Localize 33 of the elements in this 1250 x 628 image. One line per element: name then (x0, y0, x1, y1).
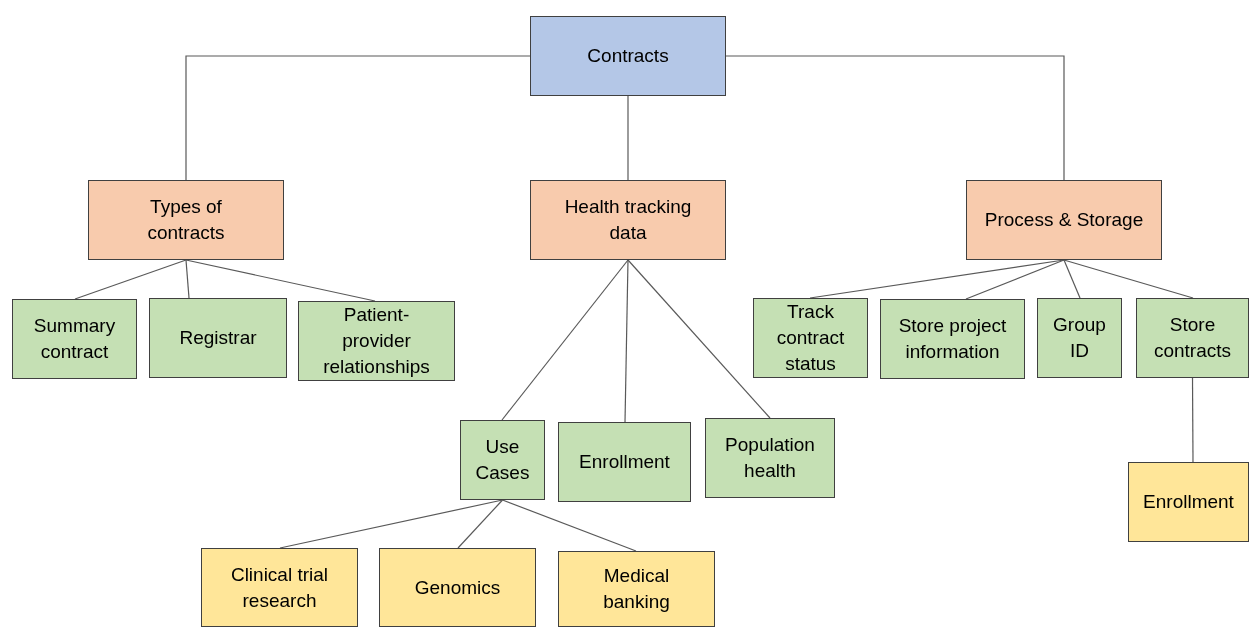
category-box: Health tracking data (530, 180, 726, 260)
connector-line (457, 499, 504, 549)
connector-line (1191, 377, 1194, 463)
connector-line (627, 95, 629, 181)
connector-line (1063, 259, 1194, 299)
connector-line (965, 259, 1065, 300)
connector-line (627, 259, 771, 419)
item-box: Patient-provider relationships (298, 301, 455, 381)
item-box: Registrar (149, 298, 287, 378)
connector-line (185, 259, 190, 299)
connector-line (624, 259, 629, 423)
sub-item-box: Clinical trial research (201, 548, 358, 627)
item-box: Population health (705, 418, 835, 498)
sub-item-box: Medical banking (558, 551, 715, 627)
sub-item-box: Genomics (379, 548, 536, 627)
connector-line (501, 259, 629, 421)
item-box: Enrollment (558, 422, 691, 502)
category-box: Types of contracts (88, 180, 284, 260)
connector-line (185, 259, 376, 302)
connector-line (1063, 259, 1081, 299)
item-box: Store contracts (1136, 298, 1249, 378)
root-box: Contracts (530, 16, 726, 96)
item-box: Summary contract (12, 299, 137, 379)
item-box: Track contract status (753, 298, 868, 378)
item-box: Store project information (880, 299, 1025, 379)
item-box: Group ID (1037, 298, 1122, 378)
category-box: Process & Storage (966, 180, 1162, 260)
item-box: Use Cases (460, 420, 545, 500)
connector-line (725, 55, 1065, 181)
connector-line (501, 499, 637, 552)
connector-line (185, 55, 531, 181)
sub-item-box: Enrollment (1128, 462, 1249, 542)
connector-line (74, 259, 187, 300)
